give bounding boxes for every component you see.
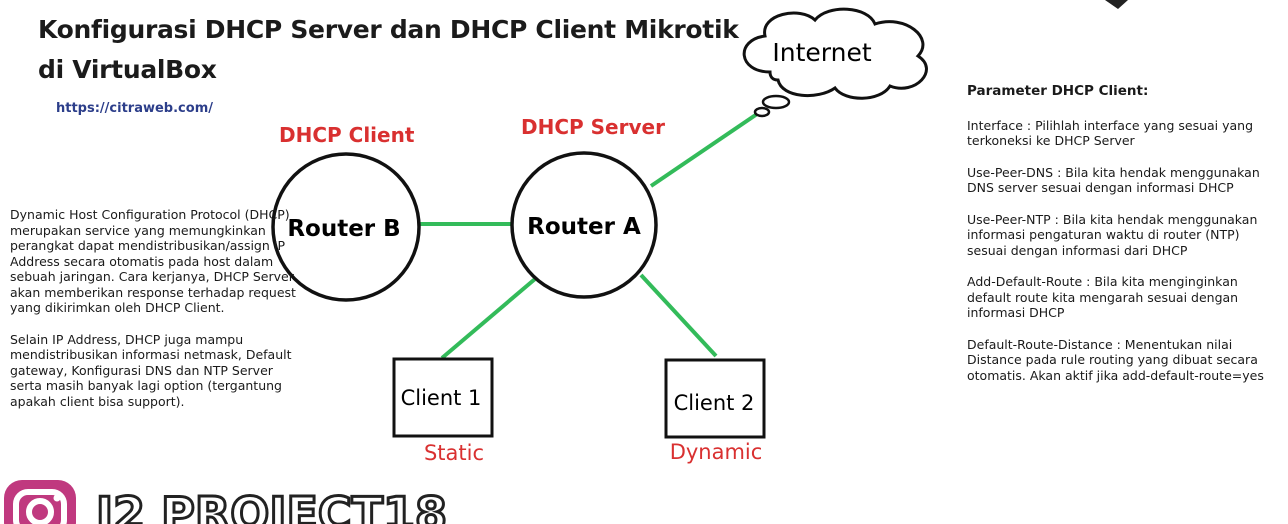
link-routera-client2 [639,273,718,358]
client-2-node: Client 2 [664,358,766,439]
client-2-box [664,358,766,439]
router-b-node: Router B [271,152,421,302]
param-add-default-route: Add-Default-Route : Bila kita mengingink… [967,274,1239,320]
static-label: Static [424,441,484,465]
param-interface: Interface : Pilihlah interface yang sesu… [967,117,1254,149]
dhcp-client-label: DHCP Client [279,123,415,147]
cloud-shape [742,7,928,100]
instagram-icon [4,480,76,524]
router-a-circle [510,151,658,299]
parameters-heading: Parameter DHCP Client: [967,83,1149,99]
client-1-label: Client 1 [401,386,482,410]
param-default-route-distance: Default-Route-Distance : Menentukan nila… [967,336,1264,383]
cloud-bubble-large [761,94,791,110]
internet-cloud: Internet [742,7,928,118]
internet-label: Internet [772,38,871,67]
link-routera-client1 [440,277,537,360]
dynamic-label: Dynamic [670,440,763,464]
param-use-peer-ntp: Use-Peer-NTP : Bila kita hendak mengguna… [967,211,1258,258]
client-1-node: Client 1 [392,357,494,438]
description-paragraph-2: Selain IP Address, DHCP juga mampu mendi… [10,331,292,409]
dhcp-description: Dynamic Host Configuration Protocol (DHC… [10,207,300,425]
source-url[interactable]: https://citraweb.com/ [56,101,213,116]
router-b-circle [271,152,421,302]
watermark-text: J2 PROJECT18 [93,487,447,524]
dhcp-client-parameters: Parameter DHCP Client: Interface : Pilih… [967,83,1267,399]
cloud-bubble-small [753,106,771,118]
param-use-peer-dns: Use-Peer-DNS : Bila kita hendak mengguna… [967,164,1260,196]
corner-mark [1105,0,1128,9]
dhcp-server-label: DHCP Server [521,115,665,139]
router-a-node: Router A [510,151,658,299]
link-routera-internet [649,110,762,188]
router-b-label: Router B [287,216,400,242]
description-paragraph-1: Dynamic Host Configuration Protocol (DHC… [10,207,296,315]
router-a-label: Router A [527,214,641,240]
watermark-badge: J2 PROJECT18 [4,480,449,524]
page-title: Konfigurasi DHCP Server dan DHCP Client … [38,15,739,84]
client-2-label: Client 2 [674,391,755,415]
client-1-box [392,357,494,438]
